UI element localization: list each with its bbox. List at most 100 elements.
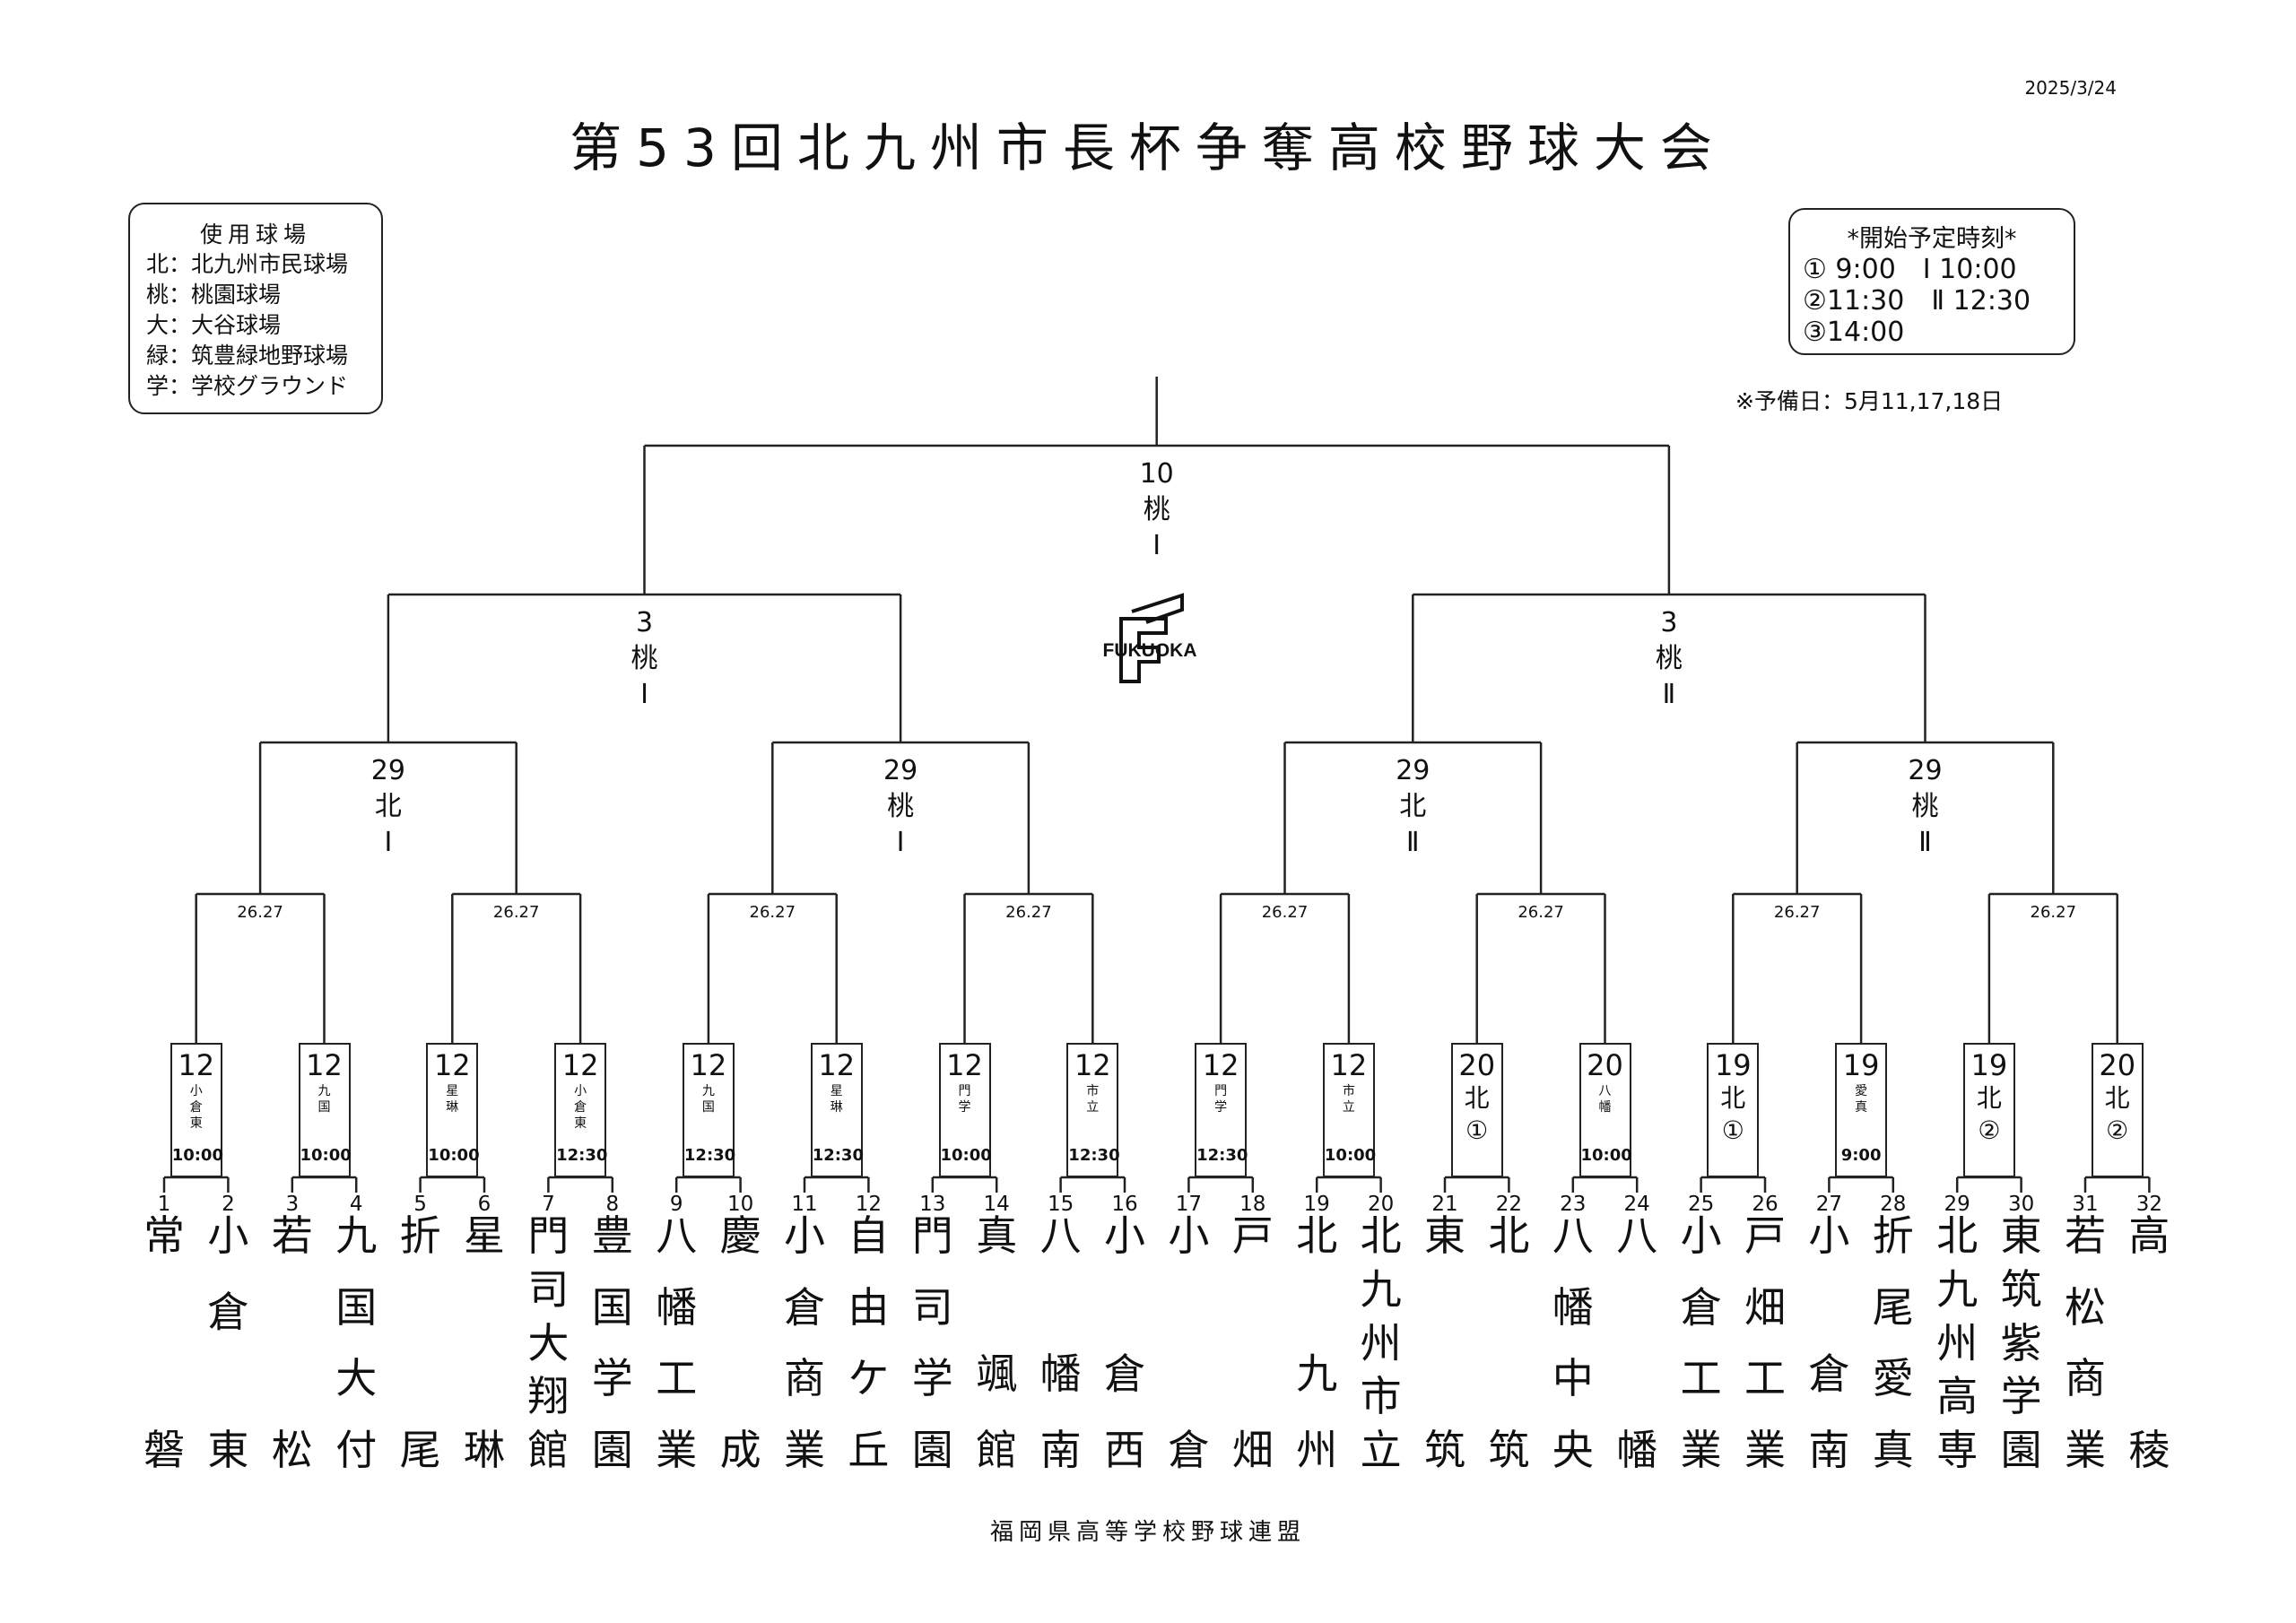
sf-label-line: Ⅰ	[640, 679, 648, 710]
team-name-char: 自	[848, 1211, 890, 1260]
team-name: 豊国学園	[587, 1211, 638, 1475]
team-name-char: 幡	[1039, 1350, 1082, 1398]
match-venue: 立	[1086, 1100, 1100, 1115]
team-name-char: 畑	[1744, 1282, 1786, 1332]
match-date: 12	[690, 1048, 727, 1082]
match-venue: ①	[1721, 1115, 1744, 1145]
start-time-row: ③14:00	[1803, 317, 1905, 348]
team-name-char: 中	[1552, 1354, 1594, 1403]
start-time-row: ②11:30 Ⅱ 12:30	[1803, 285, 2031, 317]
team-name-char: 倉	[1168, 1425, 1210, 1474]
team-name-char: 高	[1936, 1372, 1979, 1421]
team-name: 星琳	[459, 1211, 509, 1475]
team-name-char: 筑	[1488, 1425, 1530, 1474]
match-venue: 倉	[574, 1100, 587, 1115]
team-number: 12	[855, 1193, 883, 1216]
match-venue: 小	[574, 1084, 587, 1098]
team-name-char: 学	[911, 1354, 953, 1403]
team-name-char: 九	[335, 1211, 378, 1260]
qf-label-line: 29	[883, 755, 918, 786]
match-venue: 国	[701, 1100, 715, 1115]
team-name-char: 尾	[399, 1425, 441, 1474]
team-name-char: 南	[1039, 1426, 1082, 1474]
match-venue: 立	[1342, 1100, 1355, 1115]
r16-date-label: 26.27	[1005, 903, 1052, 922]
team-name-char: 州	[1360, 1318, 1402, 1367]
team-name-char: 倉	[207, 1288, 249, 1336]
team-name-char: 工	[656, 1354, 698, 1403]
team-name-char: 倉	[1104, 1350, 1145, 1398]
team-name-char: 尾	[1872, 1282, 1914, 1332]
team-number: 17	[1175, 1193, 1203, 1216]
match-date: 12	[561, 1048, 599, 1082]
match-time: 10:00	[1324, 1146, 1377, 1165]
team-name-char: 戸	[1744, 1211, 1786, 1260]
match-venue: 琳	[446, 1100, 459, 1115]
sf-label-line: 桃	[631, 643, 658, 674]
sf-label-line: 桃	[1655, 643, 1683, 674]
match-venue: ①	[1465, 1115, 1489, 1145]
team-name: 折尾	[396, 1211, 446, 1475]
match-date: 20	[1587, 1048, 1623, 1082]
team-name-char: 小	[1168, 1211, 1210, 1260]
match-date: 12	[946, 1048, 983, 1082]
fukuoka-logo: FUKUOKA	[1103, 593, 1197, 683]
team-name-char: 工	[1744, 1354, 1786, 1403]
match-time: 12:30	[812, 1146, 864, 1165]
team-number: 32	[2135, 1193, 2163, 1216]
match-date: 19	[1714, 1048, 1752, 1082]
team-name: 小倉西	[1100, 1211, 1150, 1475]
team-number: 3	[285, 1193, 300, 1216]
team-number: 24	[1623, 1193, 1650, 1216]
match-date: 20	[1458, 1048, 1496, 1082]
team-number: 30	[2007, 1193, 2035, 1216]
r16-date-label: 26.27	[492, 903, 540, 922]
match-venue: 北	[1976, 1083, 2002, 1113]
team-name-char: 業	[656, 1425, 698, 1474]
match-time: 12:30	[1068, 1146, 1120, 1165]
match-time: 10:00	[940, 1146, 992, 1165]
team-name: 八幡南	[1036, 1211, 1086, 1475]
sf-label-line: 3	[635, 607, 654, 638]
team-name-char: 戸	[1231, 1211, 1274, 1260]
team-number: 25	[1687, 1193, 1715, 1216]
team-name-char: 畑	[1231, 1425, 1274, 1474]
match-venue: 八	[1598, 1084, 1612, 1098]
team-name-char: 由	[848, 1282, 890, 1332]
team-name-char: 国	[591, 1282, 633, 1332]
team-name-char: 稜	[2128, 1425, 2170, 1474]
venue-item: 緑：筑豊緑地野球場	[146, 343, 349, 369]
team-name: 北九州市立	[1356, 1211, 1406, 1475]
team-name: 若松	[267, 1211, 317, 1475]
team-number: 29	[1944, 1193, 1970, 1216]
team-name-char: 国	[335, 1282, 378, 1332]
match-venue: 北	[2104, 1083, 2130, 1113]
team-name-char: 倉	[1808, 1350, 1850, 1398]
team-name-char: 八	[1616, 1211, 1658, 1260]
team-name-char: 翔	[527, 1372, 570, 1421]
team-number: 6	[477, 1193, 491, 1216]
match-time: 10:00	[171, 1146, 223, 1165]
match-venue: ②	[1978, 1115, 2001, 1145]
team-name-char: 常	[144, 1211, 185, 1260]
team-number: 28	[1880, 1193, 1907, 1216]
team-name-char: 東	[2000, 1211, 2042, 1260]
match-venue: 倉	[189, 1100, 203, 1115]
match-time: 10:00	[300, 1146, 352, 1165]
team-name-char: 付	[335, 1425, 378, 1474]
team-name: 戸畑	[1228, 1211, 1278, 1475]
team-name-char: 小	[784, 1211, 825, 1260]
team-number: 4	[349, 1193, 363, 1216]
team-name-char: 門	[911, 1211, 953, 1260]
match-time: 10:00	[428, 1146, 480, 1165]
team-name-char: 北	[1488, 1211, 1530, 1260]
qf-label-line: 29	[1396, 755, 1431, 786]
team-name: 小倉工業	[1676, 1211, 1726, 1475]
logo-wordmark: FUKUOKA	[1103, 640, 1197, 661]
team-name: 八幡中央	[1548, 1211, 1598, 1475]
